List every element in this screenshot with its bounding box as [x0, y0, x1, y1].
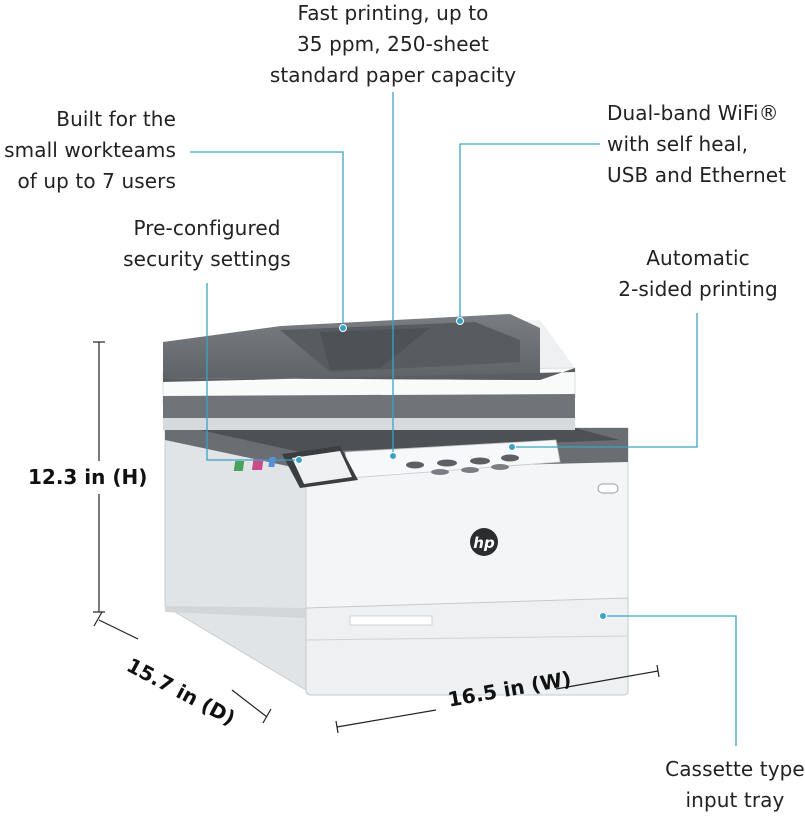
callout-line: of up to 7 users [17, 169, 176, 193]
callout-security: Pre-configured security settings [112, 213, 302, 275]
hp-logo-icon: hp [470, 528, 498, 556]
callout-line: Built for the [56, 107, 176, 131]
scanner-unit [162, 314, 576, 430]
callout-line: Fast printing, up to [297, 1, 489, 25]
callout-line: 2-sided printing [618, 277, 778, 301]
svg-text:hp: hp [473, 534, 495, 552]
callout-lines [190, 92, 737, 746]
callout-dots [295, 317, 607, 620]
dimension-height: 12.3 in (H) [28, 465, 148, 489]
callout-line: standard paper capacity [269, 63, 517, 87]
callout-wifi: Dual-band WiFi® with self heal, USB and … [607, 98, 803, 191]
callout-line: Dual-band WiFi® [607, 101, 779, 125]
callout-line: security settings [123, 247, 291, 271]
callout-line: 35 ppm, 250-sheet [296, 32, 490, 56]
output-tray [200, 424, 620, 479]
callout-line: small workteams [4, 138, 176, 162]
callout-duplex: Automatic 2-sided printing [604, 243, 792, 305]
callout-line: Automatic [646, 246, 750, 270]
dimension-lines [93, 341, 660, 734]
callout-workteams: Built for the small workteams of up to 7… [0, 104, 176, 197]
callout-line: Pre-configured [133, 216, 281, 240]
callout-line: with self heal, [607, 132, 749, 156]
callout-line: USB and Ethernet [607, 163, 787, 187]
printer-body-icon: hp [164, 427, 629, 696]
callout-fast-printing: Fast printing, up to 35 ppm, 250-sheet s… [262, 0, 524, 91]
callout-line: Cassette type [665, 757, 805, 781]
callout-line: input tray [685, 788, 785, 812]
callout-cassette: Cassette type input tray [660, 754, 805, 816]
control-panel-screen-icon [233, 446, 358, 488]
